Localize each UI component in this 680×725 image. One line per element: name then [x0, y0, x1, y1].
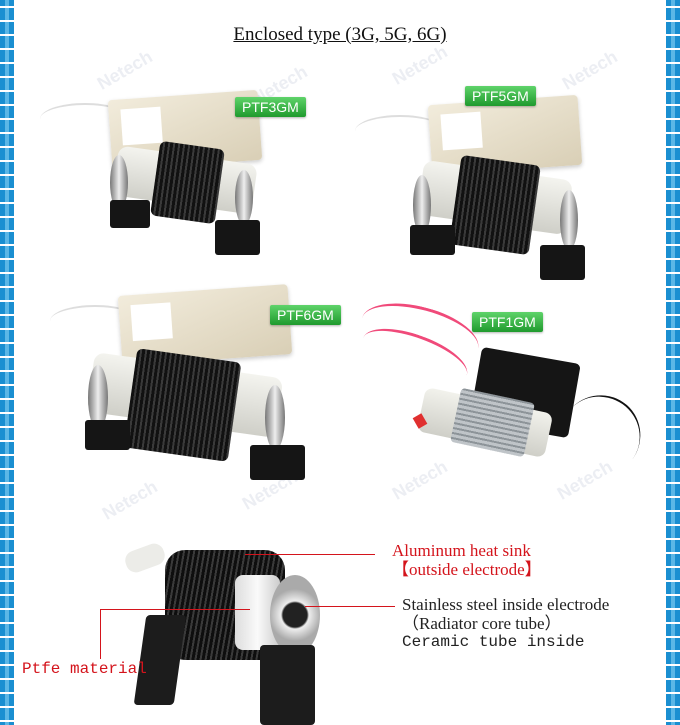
callout-line-inner — [305, 606, 395, 607]
mount-foot — [85, 420, 130, 450]
callout-inner-line3: Ceramic tube inside — [402, 633, 585, 651]
heat-sink — [123, 348, 242, 462]
callout-inner-electrode: Stainless steel inside electrode （Radiat… — [402, 595, 609, 652]
heat-sink — [150, 140, 225, 225]
inlet-nozzle — [122, 540, 168, 576]
mount-foot — [540, 245, 585, 280]
mount-foot — [215, 220, 260, 255]
page-title: Enclosed type (3G, 5G, 6G) — [0, 24, 680, 46]
decorative-border-right — [666, 0, 680, 725]
wire — [40, 103, 130, 135]
end-ring — [235, 170, 253, 225]
mount-stand — [260, 645, 315, 725]
title-text: Enclosed type (3G, 5G, 6G) — [233, 24, 447, 45]
product-image-ptf5gm: PTF5GM — [345, 80, 645, 280]
wire — [50, 305, 140, 337]
end-ring — [110, 155, 128, 210]
box-label — [130, 302, 173, 342]
callout-line-ptfe-vertical — [100, 609, 101, 659]
model-badge: PTF1GM — [472, 312, 543, 332]
callout-heat-sink-line1: Aluminum heat sink — [392, 541, 531, 560]
callout-inner-line1: Stainless steel inside electrode — [402, 595, 610, 614]
mount-foot — [110, 200, 150, 228]
heat-sink — [449, 154, 541, 256]
model-badge: PTF6GM — [270, 305, 341, 325]
callout-heat-sink-line2: 【outside electrode】 — [392, 560, 542, 579]
end-ring — [413, 175, 431, 235]
end-ring — [265, 385, 285, 450]
end-ring — [88, 365, 108, 430]
callout-inner-line2: （Radiator core tube） — [402, 614, 562, 633]
model-badge: PTF5GM — [465, 86, 536, 106]
end-flange — [270, 575, 320, 655]
box-label — [120, 106, 163, 146]
mount-foot — [410, 225, 455, 255]
callout-line-heat-sink — [245, 554, 375, 555]
box-label — [440, 111, 483, 151]
ozone-tube-detail-image — [110, 535, 340, 725]
mount-foot — [250, 445, 305, 480]
product-image-ptf6gm: PTF6GM — [50, 284, 350, 485]
product-image-ptf1gm: PTF1GM — [355, 292, 657, 505]
wire — [355, 115, 445, 147]
model-badge: PTF3GM — [235, 97, 306, 117]
callout-heat-sink: Aluminum heat sink 【outside electrode】 — [392, 541, 542, 579]
end-ring — [560, 190, 578, 250]
product-image-ptf3gm: PTF3GM — [30, 85, 330, 265]
callout-ptfe: Ptfe material — [22, 660, 147, 678]
decorative-border-left — [0, 0, 14, 725]
callout-line-ptfe — [100, 609, 250, 610]
